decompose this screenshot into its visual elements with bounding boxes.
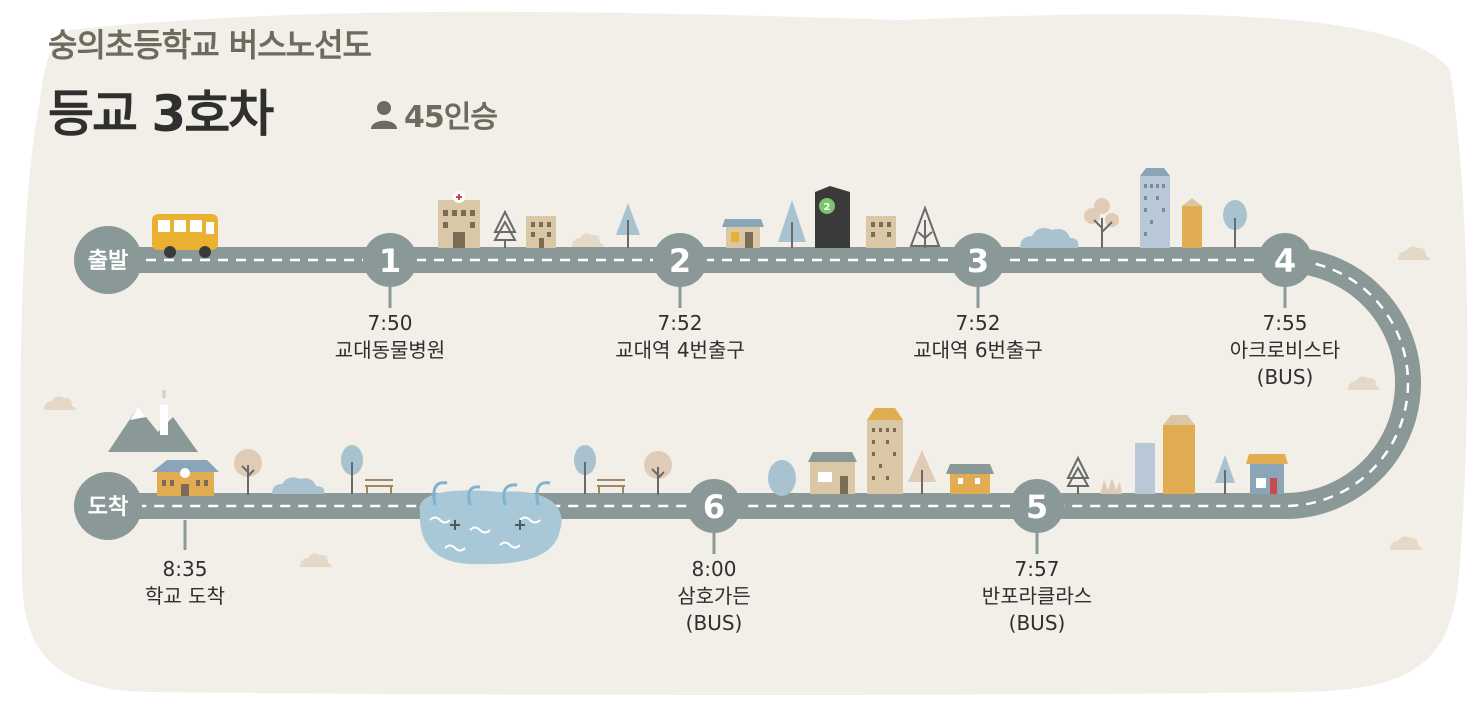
stop-name: 교대역 6번출구 [913, 338, 1043, 362]
stop-marker-1: 1 [363, 233, 417, 287]
stop-time: 7:55 [1262, 311, 1308, 335]
building-icon [526, 216, 556, 248]
capacity-text: 45인승 [404, 100, 498, 135]
bush-icon [768, 460, 796, 496]
stop-time: 7:52 [657, 311, 703, 335]
grass-icon [1100, 478, 1122, 494]
building-icon [1182, 198, 1202, 248]
tree-icon [909, 205, 941, 248]
store-icon [808, 452, 857, 494]
tree-icon [1215, 455, 1235, 494]
pond [419, 481, 562, 565]
tree-icon [493, 209, 517, 248]
stop-number: 5 [1026, 488, 1048, 526]
tree-icon [574, 445, 596, 494]
tree-icon [1084, 198, 1119, 248]
arrival-name: 학교 도착 [145, 584, 225, 608]
stop-name: 교대동물병원 [334, 338, 446, 362]
background-blob [20, 11, 1468, 696]
bench-icon [365, 479, 393, 494]
arrival-time: 8:35 [162, 557, 208, 581]
stop-number: 3 [967, 242, 989, 280]
house-icon [1246, 454, 1288, 494]
stop-name: 교대역 4번출구 [615, 338, 745, 362]
lighthouse-icon [160, 390, 168, 435]
end-marker: 도착 [74, 472, 142, 540]
stop-label-4: 7:55 아크로비스타 (BUS) [1230, 310, 1340, 391]
stop-number: 1 [379, 242, 401, 280]
house-icon [946, 464, 994, 494]
stop-name: 반포라클라스 [981, 584, 1093, 608]
stop-label-3: 7:52 교대역 6번출구 [913, 310, 1042, 364]
stop-note: (BUS) [1008, 611, 1066, 635]
tree-icon [1066, 455, 1090, 494]
tree-icon [778, 200, 806, 248]
arrival-label: 8:35 학교 도착 [145, 556, 225, 610]
mountain-icon [108, 407, 198, 452]
map-title: 등교 3호차 [48, 85, 274, 143]
tree-icon [341, 445, 363, 494]
stop-marker-5: 5 [1010, 479, 1064, 533]
stop-number: 6 [703, 488, 725, 526]
bush-icon [272, 477, 325, 494]
stop-name: 삼호가든 [677, 584, 751, 608]
stop-marker-3: 3 [951, 233, 1005, 287]
start-label: 출발 [88, 249, 128, 274]
tree-icon [234, 449, 262, 495]
tower-icon [1135, 443, 1155, 494]
stop-time: 7:57 [1014, 557, 1060, 581]
stop-ticks [183, 286, 1287, 554]
stop-note: (BUS) [685, 611, 743, 635]
bus-icon [152, 214, 218, 258]
stop-number: 4 [1274, 242, 1296, 280]
tower-icon [867, 408, 903, 494]
tower-building-icon: 2 [815, 186, 850, 248]
school-icon [152, 460, 219, 496]
tree-icon [644, 451, 672, 495]
stop-name: 아크로비스타 [1229, 338, 1341, 362]
road [110, 247, 1421, 519]
start-marker: 출발 [74, 226, 142, 294]
scenery-lower [108, 390, 1288, 496]
stop-note: (BUS) [1256, 365, 1314, 389]
scenery-upper: 2 [438, 168, 1247, 248]
stop-label-6: 8:00 삼호가든 (BUS) [677, 556, 751, 637]
hospital-icon [438, 191, 480, 248]
stop-time: 8:00 [691, 557, 737, 581]
capacity-badge: 45인승 [368, 92, 498, 136]
map-subtitle: 숭의초등학교 버스노선도 [48, 26, 372, 64]
person-icon [371, 101, 397, 129]
store-icon [722, 219, 764, 248]
bush-icon [1020, 228, 1079, 248]
stop-time: 7:50 [367, 311, 413, 335]
end-label: 도착 [88, 495, 128, 520]
stop-number: 2 [669, 242, 691, 280]
stop-marker-4: 4 [1258, 233, 1312, 287]
tree-icon [908, 450, 936, 494]
stop-label-2: 7:52 교대역 4번출구 [615, 310, 744, 364]
stop-marker-2: 2 [653, 233, 707, 287]
stop-label-5: 7:57 반포라클라스 (BUS) [982, 556, 1092, 637]
tower-icon [1140, 168, 1170, 248]
tree-icon [1223, 200, 1247, 248]
building-icon [866, 216, 896, 248]
tower-icon [1163, 415, 1195, 494]
tower-badge: 2 [824, 202, 831, 213]
stop-label-1: 7:50 교대동물병원 [335, 310, 445, 364]
tree-icon [616, 203, 640, 248]
cloud-icon [44, 233, 1430, 567]
stop-marker-6: 6 [687, 479, 741, 533]
bench-icon [597, 479, 625, 494]
stop-time: 7:52 [955, 311, 1001, 335]
